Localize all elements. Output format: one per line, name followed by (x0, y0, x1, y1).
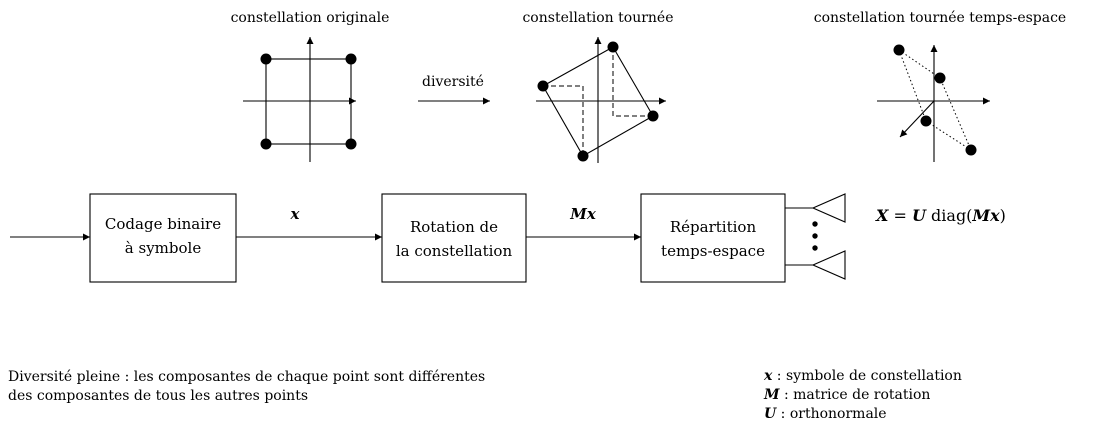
original-constellation (243, 37, 357, 162)
legend-item: U : orthonormale (764, 406, 887, 422)
output-equation: X = U diag(Mx) (875, 206, 1006, 225)
distribution-block (640, 193, 786, 283)
x-signal-label: x (290, 205, 301, 223)
axis-3 (899, 100, 935, 138)
constellation-point (345, 138, 357, 150)
constellation-point (537, 80, 549, 92)
antenna-icon (811, 193, 846, 223)
constellation-point (260, 138, 272, 150)
space-time-constellation-label: constellation tournée temps-espace (814, 10, 1066, 26)
ellipsis-dot (812, 245, 818, 251)
constellation-point (345, 53, 357, 65)
antenna-array (785, 193, 846, 280)
projection-lines (543, 85, 584, 156)
diversity-note-line2: des composantes de tous les autres point… (8, 388, 308, 404)
ellipsis-dot (812, 233, 818, 239)
constellation-point (934, 72, 946, 84)
rotation-block (381, 193, 527, 283)
antenna-icon (811, 250, 846, 280)
coding-block-line2: à symbole (125, 239, 202, 257)
coding-block (89, 193, 237, 283)
dotted-outline (897, 48, 973, 152)
space-time-constellation (877, 44, 990, 162)
projection-lines (612, 47, 653, 117)
legend-item: x : symbole de constellation (763, 368, 962, 384)
coding-block-line1: Codage binaire (105, 215, 221, 233)
original-constellation-label: constellation originale (231, 10, 390, 26)
ellipsis-dot (812, 221, 818, 227)
square-outline (265, 58, 352, 145)
rotated-constellation (536, 37, 666, 163)
constellation-point (260, 53, 272, 65)
constellation-point (920, 115, 932, 127)
constellation-point (607, 41, 619, 53)
legend-item: M : matrice de rotation (763, 387, 930, 403)
diversity-arrow-label: diversité (422, 74, 484, 90)
constellation-point (965, 144, 977, 156)
constellation-point (647, 110, 659, 122)
constellation-point (577, 150, 589, 162)
distribution-block-line2: temps-espace (661, 242, 765, 260)
constellation-point (893, 44, 905, 56)
diversity-note-line1: Diversité pleine : les composantes de ch… (8, 369, 485, 385)
rotation-block-line2: la constellation (396, 242, 513, 260)
rotation-block-line1: Rotation de (410, 218, 498, 236)
distribution-block-line1: Répartition (670, 218, 757, 236)
mx-signal-label: Mx (569, 205, 597, 223)
rotated-constellation-label: constellation tournée (522, 10, 673, 26)
